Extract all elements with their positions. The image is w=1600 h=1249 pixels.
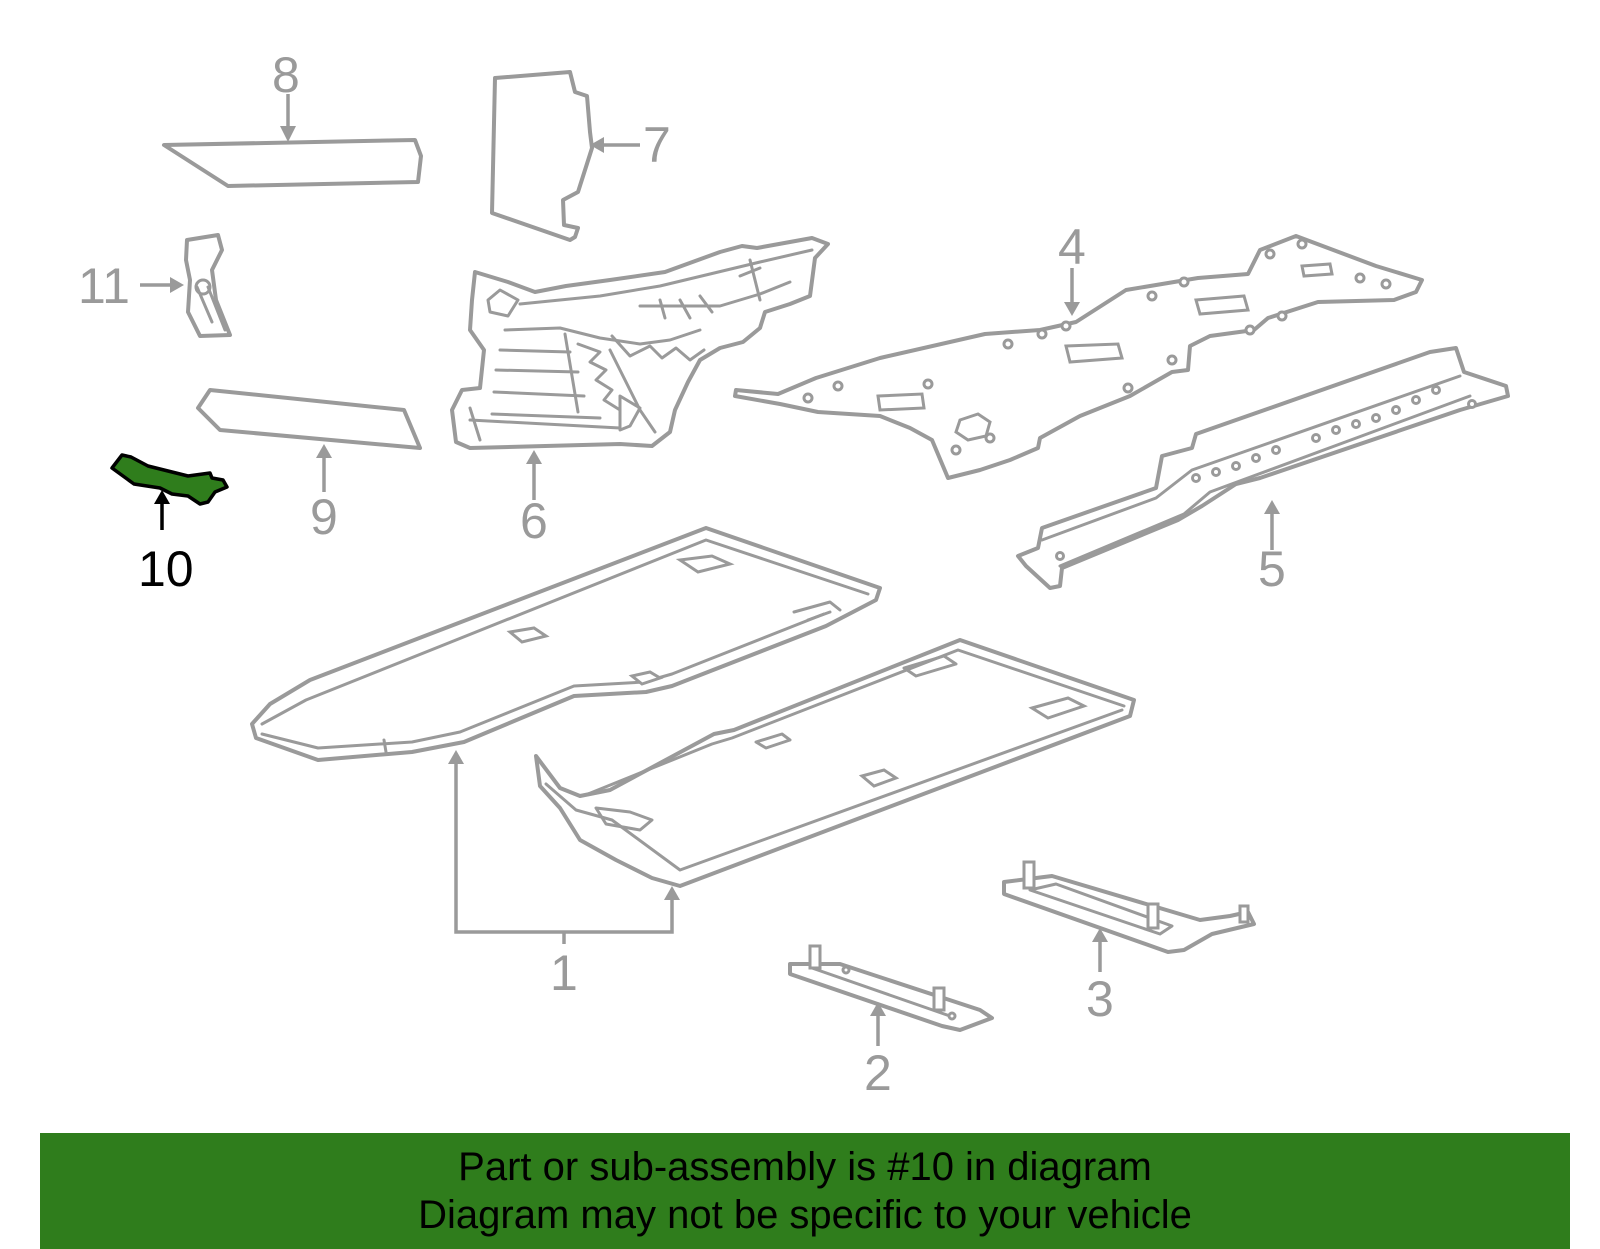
- callout-1-group[interactable]: 1: [448, 750, 680, 1001]
- callout-7: 7: [643, 117, 671, 173]
- part-3[interactable]: 3: [1002, 860, 1256, 1027]
- part-1-right-pan[interactable]: [534, 638, 1136, 888]
- callout-1: 1: [550, 945, 578, 1001]
- callout-10: 10: [138, 541, 194, 597]
- callout-11: 11: [78, 258, 130, 314]
- callout-3: 3: [1086, 971, 1114, 1027]
- part-6[interactable]: 6: [450, 236, 830, 549]
- part-2[interactable]: 2: [788, 944, 994, 1101]
- callout-6: 6: [520, 493, 548, 549]
- callout-2: 2: [864, 1045, 892, 1101]
- part-4[interactable]: 4: [733, 219, 1424, 480]
- part-1-left-pan[interactable]: [250, 526, 882, 762]
- part-11[interactable]: 11: [78, 233, 232, 338]
- callout-8: 8: [272, 47, 300, 103]
- part-5[interactable]: 5: [1016, 346, 1510, 597]
- banner-line-1: Part or sub-assembly is #10 in diagram: [458, 1145, 1152, 1189]
- callout-5: 5: [1258, 541, 1286, 597]
- callout-9: 9: [310, 489, 338, 545]
- info-banner: Part or sub-assembly is #10 in diagram D…: [40, 1133, 1570, 1249]
- part-10-highlighted[interactable]: 10: [110, 453, 229, 597]
- part-7[interactable]: 7: [490, 70, 671, 242]
- banner-line-2: Diagram may not be specific to your vehi…: [418, 1193, 1192, 1237]
- part-8[interactable]: 8: [162, 47, 423, 188]
- callout-4: 4: [1058, 219, 1086, 275]
- part-9[interactable]: 9: [196, 388, 422, 545]
